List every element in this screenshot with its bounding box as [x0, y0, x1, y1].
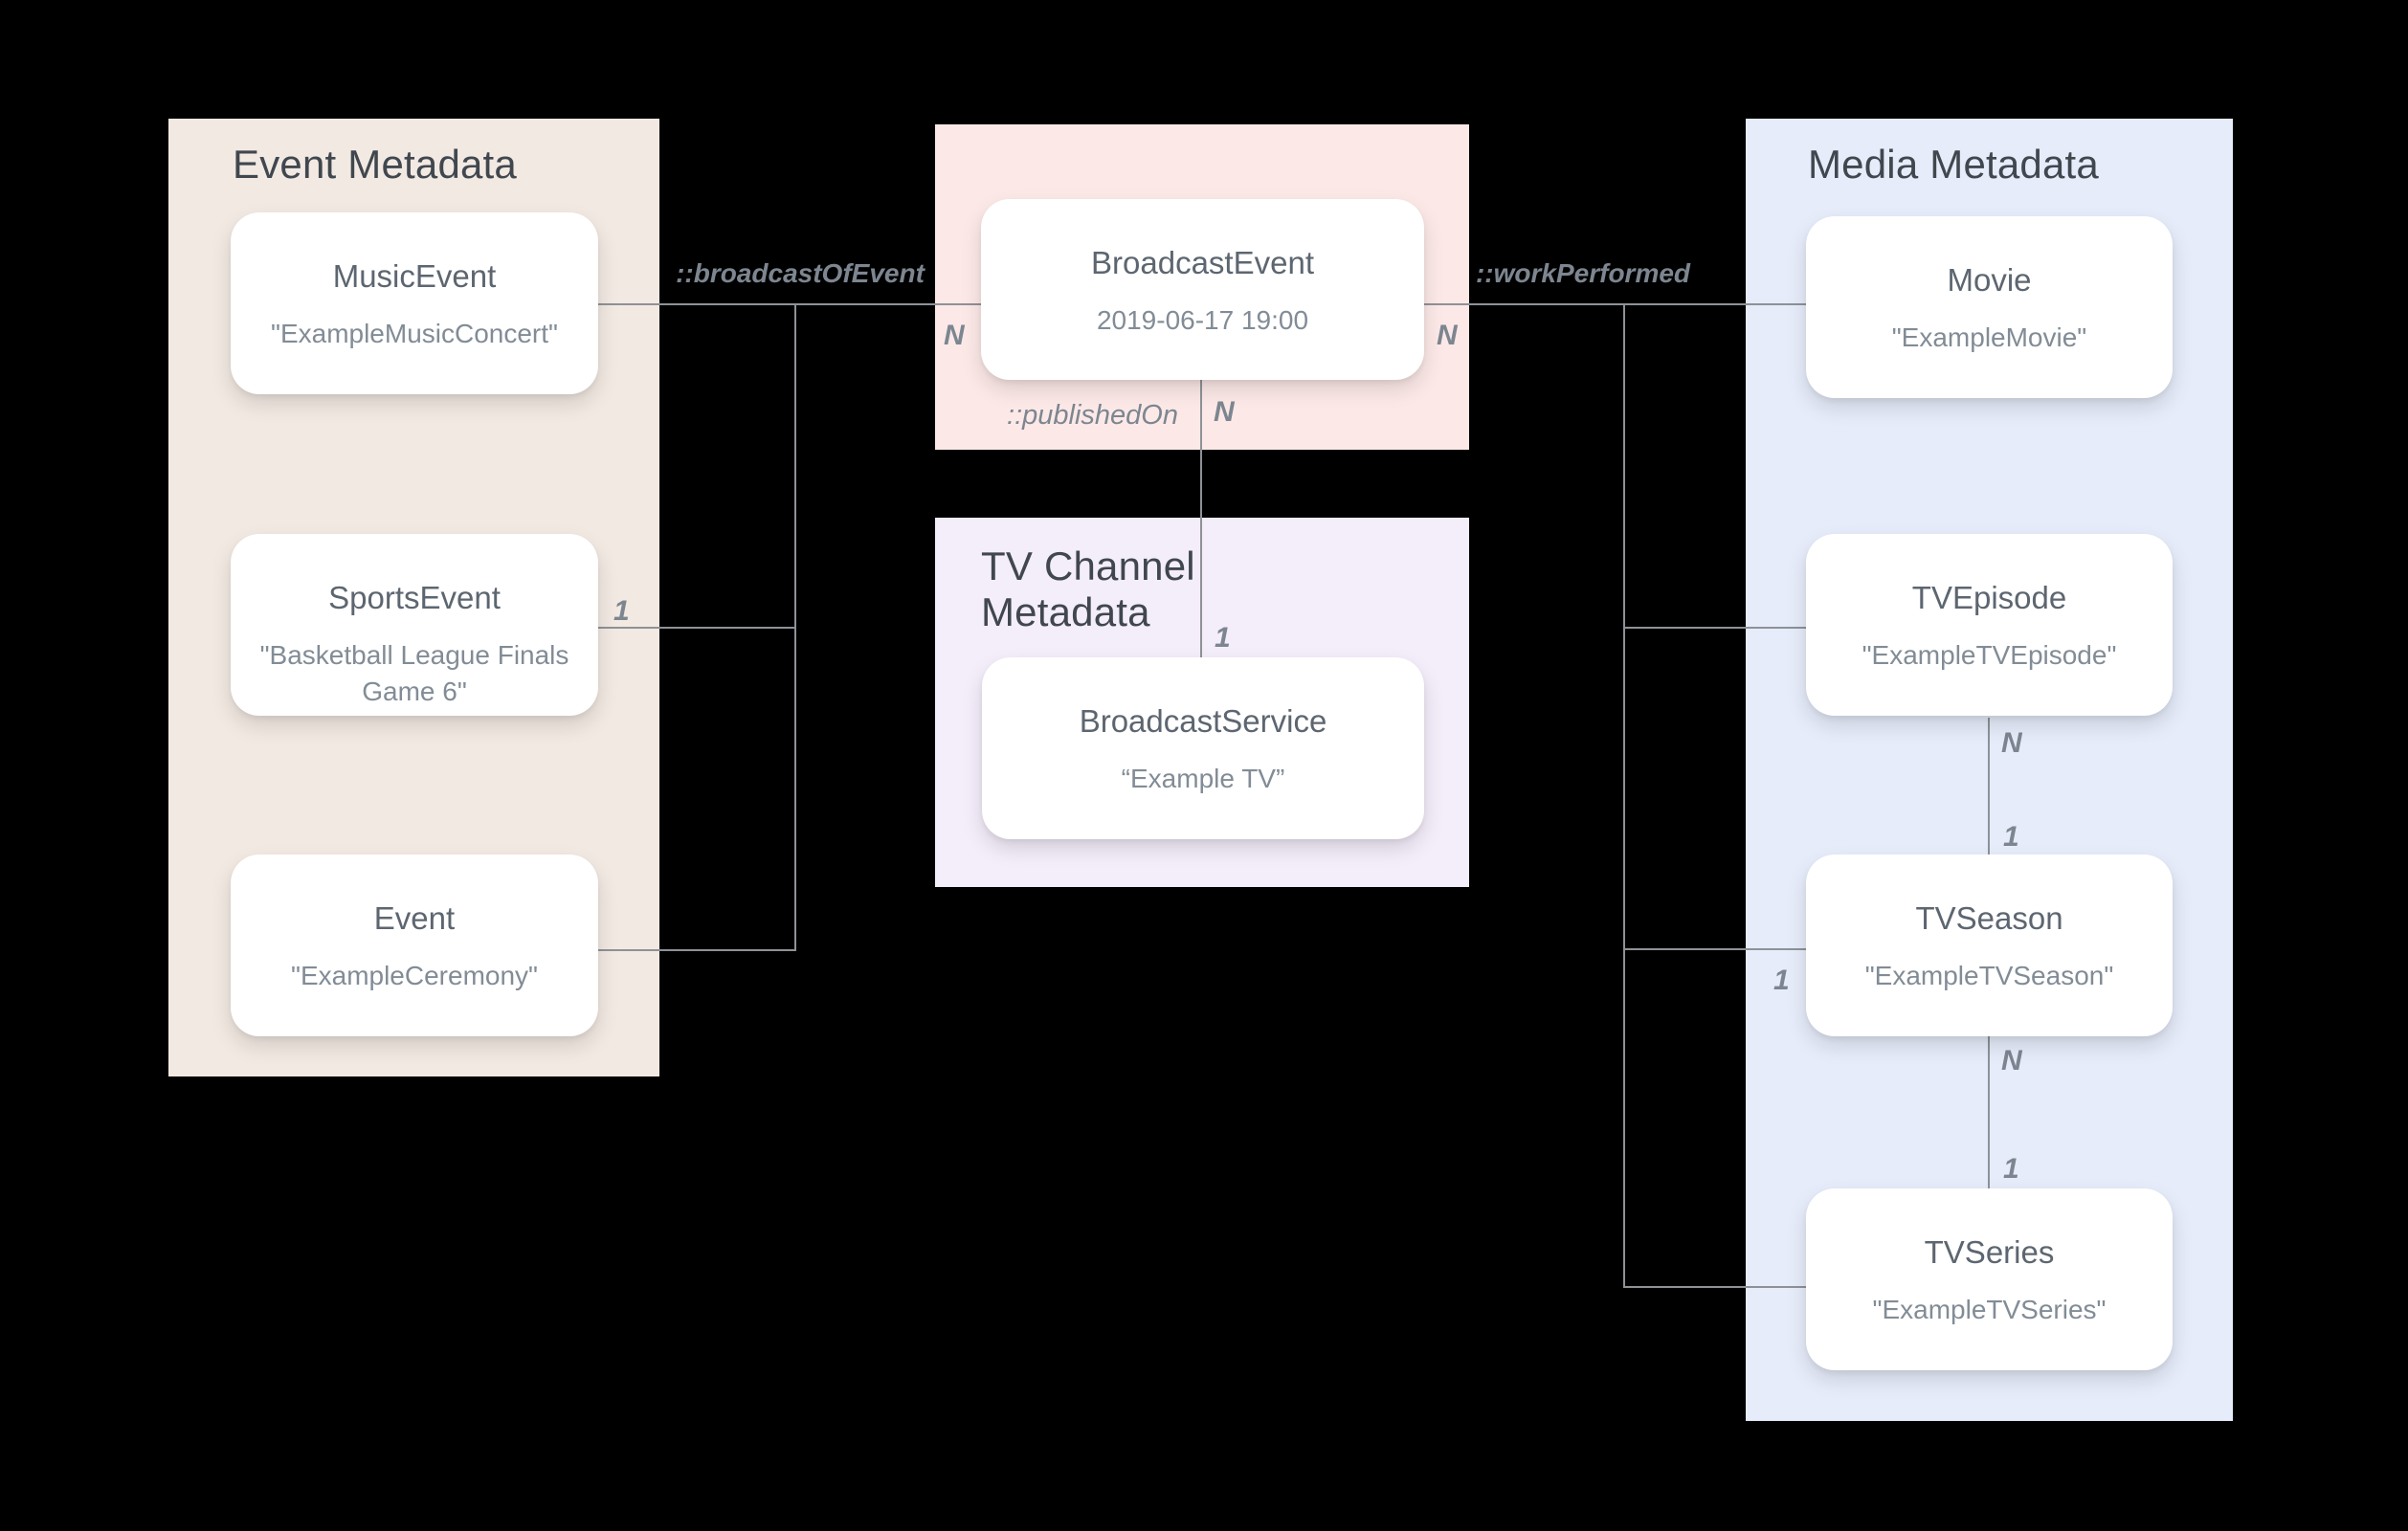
edge-tvepisode-branch	[1623, 627, 1806, 629]
node-event-label: Event	[373, 900, 456, 936]
cardinality-sportsevent-1: 1	[613, 595, 630, 627]
node-movie-label: Movie	[1947, 262, 2032, 298]
edge-broadcastevent-movie	[1424, 303, 1806, 305]
cardinality-broadcast-left-n: N	[944, 320, 965, 351]
node-movie-value: "ExampleMovie"	[1891, 322, 2087, 352]
cardinality-publishedon-n: N	[1214, 396, 1235, 428]
edge-event-branch	[598, 949, 796, 951]
node-music-event-value: "ExampleMusicConcert"	[271, 319, 558, 348]
edge-tvseries-branch	[1623, 1286, 1806, 1288]
node-movie: Movie "ExampleMovie"	[1806, 216, 2173, 398]
media-metadata-title: Media Metadata	[1808, 142, 2099, 187]
node-tv-series: TVSeries "ExampleTVSeries"	[1806, 1188, 2173, 1370]
node-broadcast-service: BroadcastService “Example TV”	[982, 657, 1424, 839]
node-tv-series-value: "ExampleTVSeries"	[1872, 1295, 2107, 1324]
cardinality-publishedon-1: 1	[1215, 622, 1231, 654]
node-tv-season-value: "ExampleTVSeason"	[1864, 961, 2114, 990]
node-tv-episode-label: TVEpisode	[1911, 580, 2067, 615]
cardinality-broadcast-right-n: N	[1437, 320, 1458, 351]
node-broadcast-service-value: “Example TV”	[1121, 764, 1285, 793]
broadcastofevent-label: ::broadcastOfEvent	[676, 258, 925, 288]
edge-tvseason-tvseries	[1988, 1036, 1990, 1188]
edge-musicevent-broadcastevent	[598, 303, 981, 305]
node-tv-season: TVSeason "ExampleTVSeason"	[1806, 854, 2173, 1036]
node-broadcast-event-value: 2019-06-17 19:00	[1096, 305, 1309, 335]
node-tv-season-label: TVSeason	[1915, 900, 2063, 936]
edge-sportsevent-branch	[598, 627, 796, 629]
event-metadata-title: Event Metadata	[233, 142, 517, 187]
edge-tvepisode-tvseason	[1988, 718, 1990, 854]
node-event-value: "ExampleCeremony"	[291, 961, 538, 990]
node-event: Event "ExampleCeremony"	[231, 854, 598, 1036]
edge-tvseason-branch	[1623, 948, 1806, 950]
node-sports-event-value: "Basketball League Finals Game 6"	[259, 640, 569, 706]
node-broadcast-event: BroadcastEvent 2019-06-17 19:00	[981, 199, 1424, 380]
tv-channel-metadata-title: TV Channel Metadata	[981, 544, 1195, 634]
edge-left-vertical-bus	[794, 303, 796, 951]
cardinality-season-series-n: N	[2001, 1045, 2022, 1076]
node-tv-episode: TVEpisode "ExampleTVEpisode"	[1806, 534, 2173, 716]
node-broadcast-event-label: BroadcastEvent	[1091, 245, 1314, 280]
cardinality-episode-season-1: 1	[2003, 821, 2019, 853]
edge-right-vertical-bus	[1623, 303, 1625, 1288]
node-tv-series-label: TVSeries	[1924, 1234, 2055, 1270]
cardinality-season-series-1: 1	[2003, 1153, 2019, 1185]
cardinality-episode-season-n: N	[2001, 727, 2022, 759]
node-tv-episode-value: "ExampleTVEpisode"	[1862, 640, 2117, 670]
edge-publishedon-line	[1200, 380, 1202, 657]
cardinality-tvseason-1: 1	[1773, 965, 1790, 996]
node-music-event: MusicEvent "ExampleMusicConcert"	[231, 212, 598, 394]
node-sports-event-label: SportsEvent	[328, 580, 501, 615]
node-broadcast-service-label: BroadcastService	[1079, 703, 1327, 739]
node-music-event-label: MusicEvent	[332, 258, 497, 294]
workperformed-label: ::workPerformed	[1475, 258, 1691, 288]
publishedon-label: ::publishedOn	[1007, 400, 1178, 431]
node-sports-event: SportsEvent "Basketball League Finals Ga…	[231, 534, 598, 716]
